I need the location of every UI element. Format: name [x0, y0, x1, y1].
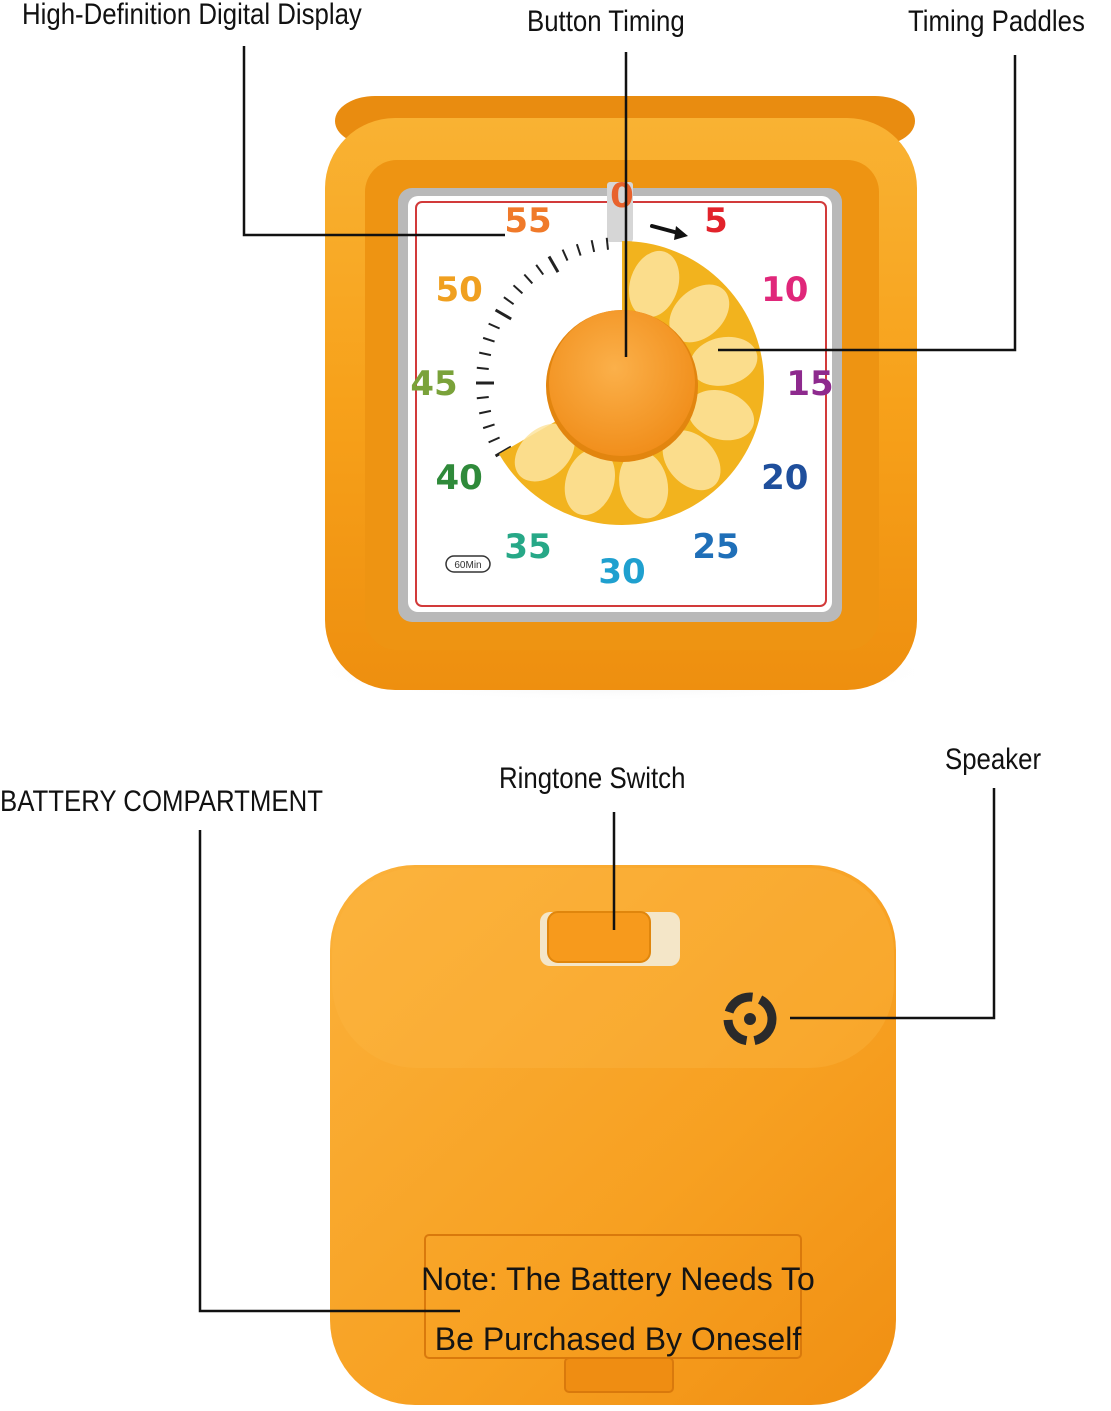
dial-number-45: 45	[410, 364, 457, 404]
front-timer: 0 5 10 15 20 25 30 35 40 45 50 55 60Min	[302, 96, 942, 702]
minute-tick	[482, 336, 495, 343]
minute-tick	[488, 322, 500, 330]
leader-speaker	[790, 788, 996, 1020]
dial-numbers: 0 5 10 15 20 25 30 35 40 45 50 55	[410, 176, 833, 592]
label-battery: BATTERY COMPARTMENT	[0, 785, 324, 818]
timing-paddle	[669, 284, 730, 343]
dial-number-20: 20	[761, 458, 808, 498]
minute-tick	[482, 423, 495, 430]
dial-number-5: 5	[704, 201, 728, 241]
range-badge	[445, 555, 491, 573]
minute-tick	[605, 237, 609, 250]
dial-number-30: 30	[598, 552, 645, 592]
minute-tick	[575, 243, 582, 256]
timing-paddle	[619, 451, 669, 519]
note-line-2: Be Purchased By Oneself	[435, 1321, 802, 1357]
label-button-timing: Button Timing	[527, 5, 685, 38]
minute-tick	[478, 409, 492, 415]
minute-tick	[488, 436, 500, 444]
minute-tick	[561, 249, 569, 261]
leader-battery	[198, 830, 460, 1313]
dial-number-55: 55	[504, 201, 551, 241]
minute-tick	[503, 296, 515, 306]
label-display: High-Definition Digital Display	[22, 0, 362, 31]
battery-latch[interactable]	[564, 1357, 674, 1393]
minute-tick	[547, 255, 560, 273]
dial-number-10: 10	[761, 270, 808, 310]
dial-number-15: 15	[786, 364, 833, 404]
leader-paddles	[718, 55, 1017, 352]
label-speaker: Speaker	[945, 743, 1042, 776]
label-ringtone: Ringtone Switch	[499, 762, 686, 795]
dial-number-25: 25	[692, 527, 739, 567]
minute-tick	[523, 273, 534, 285]
minute-tick	[476, 396, 489, 400]
dial-number-40: 40	[436, 458, 483, 498]
minute-tick	[494, 308, 512, 321]
leader-display	[242, 46, 505, 237]
timing-paddle	[564, 448, 615, 516]
label-timing-paddles: Timing Paddles	[908, 5, 1085, 38]
back-body	[330, 865, 896, 1405]
dial-number-50: 50	[436, 270, 483, 310]
back-timer: Note: The Battery Needs To Be Purchased …	[330, 865, 896, 1405]
timing-paddle	[514, 423, 575, 482]
timing-knob[interactable]	[549, 310, 695, 456]
note-line-1: Note: The Battery Needs To	[421, 1261, 815, 1297]
minute-tick	[590, 239, 596, 253]
timing-paddle	[687, 390, 755, 441]
leader-lines	[198, 46, 1017, 1313]
minute-tick	[478, 351, 492, 357]
dial-number-0: 0	[610, 176, 634, 216]
minute-tick	[512, 284, 524, 295]
timing-paddle	[662, 430, 721, 491]
range-badge-label: 60Min	[454, 560, 481, 571]
ringtone-switch[interactable]	[547, 911, 651, 963]
dial-number-35: 35	[504, 527, 551, 567]
speaker-icon	[723, 992, 777, 1046]
minute-tick	[476, 366, 489, 370]
arrow-head-icon	[674, 226, 688, 240]
minute-tick	[535, 264, 545, 276]
timing-paddle	[629, 250, 680, 318]
